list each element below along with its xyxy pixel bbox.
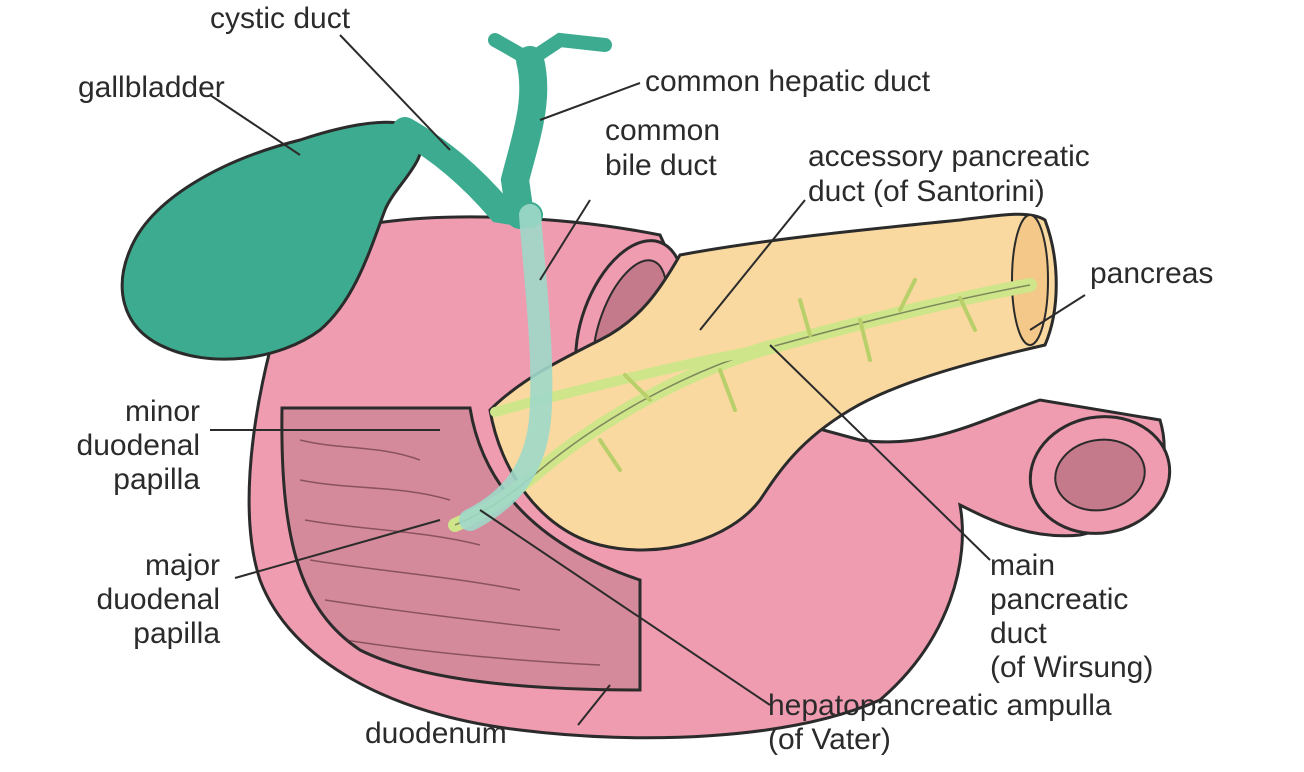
common-hepatic-duct-tube — [515, 60, 533, 215]
label-major-papilla-line3: papilla — [60, 618, 220, 650]
label-duodenum: duodenum — [365, 718, 507, 750]
label-common-bile-duct-line1: common — [605, 115, 720, 147]
label-main-duct-line3: duct — [990, 618, 1047, 650]
label-cystic-duct: cystic duct — [210, 3, 350, 35]
label-ampulla-line1: hepatopancreatic ampulla — [768, 690, 1112, 722]
label-major-papilla-line2: duodenal — [60, 584, 220, 616]
label-gallbladder: gallbladder — [78, 72, 225, 104]
label-main-duct-line1: main — [990, 550, 1055, 582]
label-minor-papilla-line2: duodenal — [50, 430, 200, 462]
label-accessory-duct-line1: accessory pancreatic — [808, 141, 1090, 173]
label-main-duct-line4: (of Wirsung) — [990, 652, 1153, 684]
label-major-papilla-line1: major — [60, 550, 220, 582]
label-common-bile-duct-line2: bile duct — [605, 150, 717, 182]
label-main-duct-line2: pancreatic — [990, 584, 1128, 616]
label-minor-papilla-line1: minor — [50, 396, 200, 428]
label-accessory-duct-line2: duct (of Santorini) — [808, 176, 1045, 208]
hepatic-branch-right — [530, 40, 605, 60]
label-minor-papilla-line3: papilla — [50, 464, 200, 496]
label-common-hepatic-duct: common hepatic duct — [645, 66, 930, 98]
label-pancreas: pancreas — [1090, 258, 1213, 290]
label-ampulla-line2: (of Vater) — [768, 724, 891, 756]
